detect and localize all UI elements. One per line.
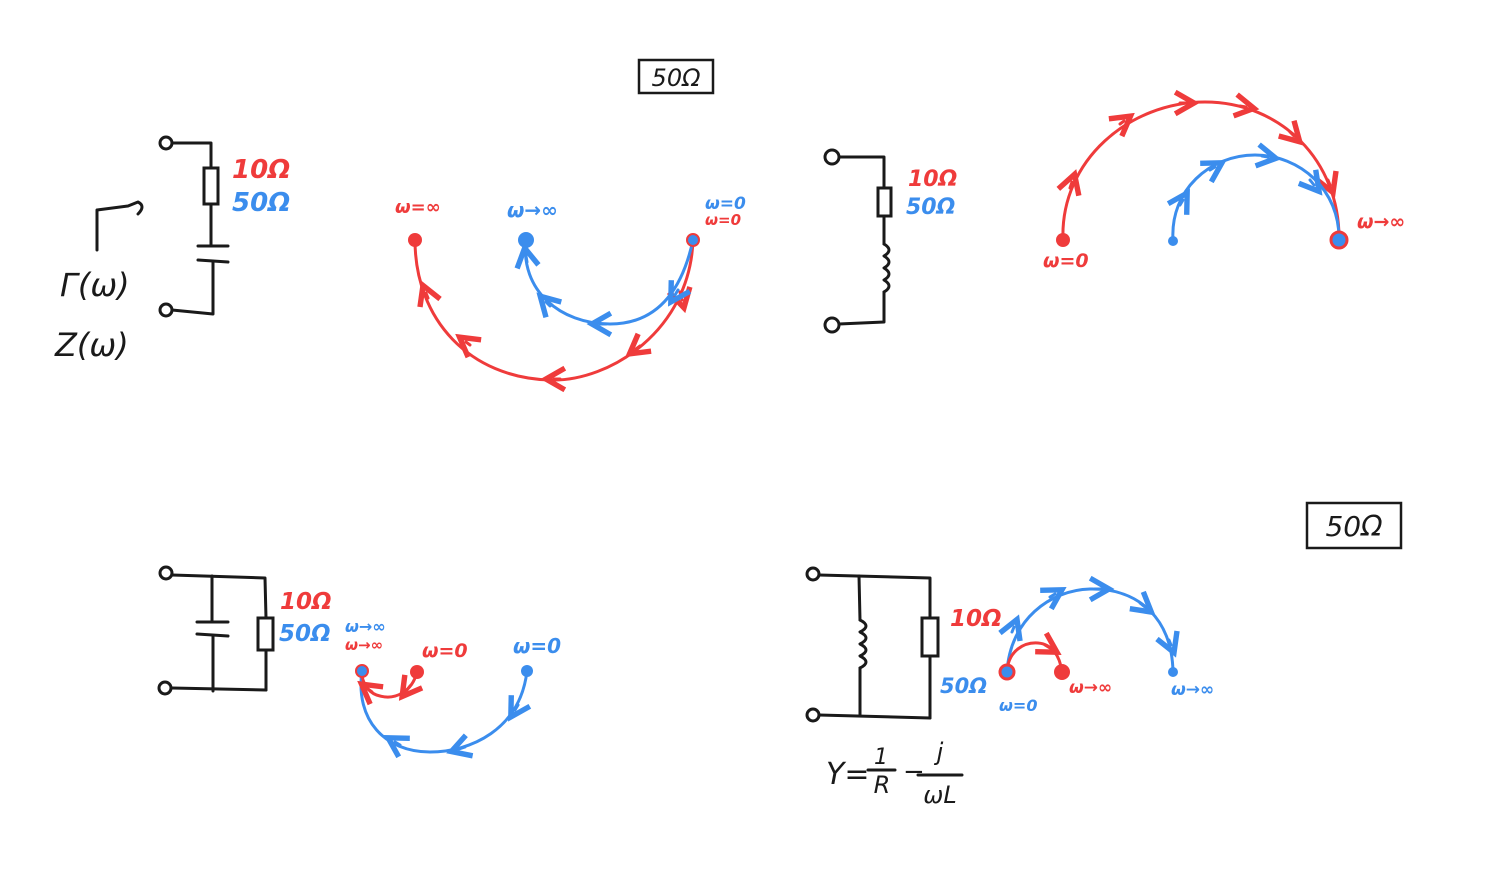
formula-minus: −	[903, 757, 925, 787]
label-w0: ω=0	[999, 696, 1037, 715]
resistor-value-blue: 50Ω	[279, 621, 331, 647]
resistor-value-red: 10Ω	[950, 606, 1002, 632]
circuit-parallel-rc	[157, 565, 275, 696]
formula-num1: 1	[874, 745, 888, 770]
label-w-inf-red: ω=∞	[395, 197, 441, 218]
point-blue-w0	[521, 665, 533, 677]
label-w0-blue: ω=0	[705, 194, 746, 214]
point-red-inf	[1054, 664, 1070, 680]
point-red-start	[1056, 233, 1070, 247]
circuit-parallel-rl	[805, 566, 940, 723]
point-start	[686, 233, 700, 247]
label-w-inf: ω→∞	[1357, 211, 1405, 233]
resistor-value-blue: 50Ω	[940, 674, 987, 698]
formula-den1: R	[874, 771, 891, 799]
trajectory-bottom-right	[998, 589, 1178, 681]
label-w0: ω=0	[1043, 250, 1089, 272]
capacitor-symbol	[196, 244, 230, 264]
resistor-symbol	[256, 616, 275, 652]
point-inf	[355, 664, 369, 678]
trajectory-top-left	[408, 232, 700, 380]
resistor-value-red: 10Ω	[232, 155, 290, 185]
ref-box-bottom: 50Ω	[1305, 501, 1403, 550]
label-inf-red: ω→∞	[345, 636, 383, 654]
inductor-symbol	[882, 242, 891, 294]
gamma-label: Γ(ω)	[60, 266, 130, 304]
ref-label-bottom: 50Ω	[1325, 510, 1383, 543]
point-red-inf	[408, 233, 422, 247]
formula-den2: ωL	[923, 781, 956, 809]
label-w0-red: ω=0	[422, 640, 468, 662]
resistor-value-blue: 50Ω	[232, 188, 290, 218]
label-inf-blue: ω→∞	[1171, 680, 1214, 700]
circuit-series-rl	[823, 148, 893, 334]
circuit-series-rc	[158, 135, 230, 318]
point-start	[998, 663, 1016, 681]
formula-num2: j	[934, 738, 944, 766]
inductor-symbol	[858, 618, 868, 670]
capacitor-symbol	[195, 620, 230, 638]
label-inf-blue: ω→∞	[345, 617, 386, 636]
ref-box-top: 50Ω	[637, 58, 715, 95]
point-end	[1329, 230, 1349, 250]
ref-label-top: 50Ω	[652, 64, 702, 92]
trajectory-top-right	[1056, 102, 1349, 250]
impedance-label: Z(ω)	[54, 326, 129, 364]
point-blue-start	[1168, 236, 1178, 246]
label-w0-red: ω=0	[705, 211, 741, 229]
label-inf-red: ω→∞	[1069, 678, 1112, 698]
resistor-symbol	[876, 186, 893, 218]
resistor-symbol	[920, 616, 940, 658]
label-w0-blue: ω=0	[513, 634, 561, 658]
point-blue-inf	[1168, 667, 1178, 677]
reflection-port-symbol	[95, 200, 144, 252]
point-red-w0	[410, 665, 424, 679]
label-w-inf-blue: ω→∞	[507, 198, 558, 222]
resistor-value-red: 10Ω	[280, 589, 332, 615]
resistor-value-blue: 50Ω	[906, 195, 955, 220]
resistor-value-red: 10Ω	[908, 167, 957, 192]
resistor-symbol	[202, 166, 220, 206]
admittance-formula: Y= 1 R − j ωL	[826, 738, 964, 809]
trajectory-bottom-left	[355, 664, 533, 752]
point-blue-inf	[518, 232, 534, 248]
formula-y: Y=	[826, 757, 869, 792]
